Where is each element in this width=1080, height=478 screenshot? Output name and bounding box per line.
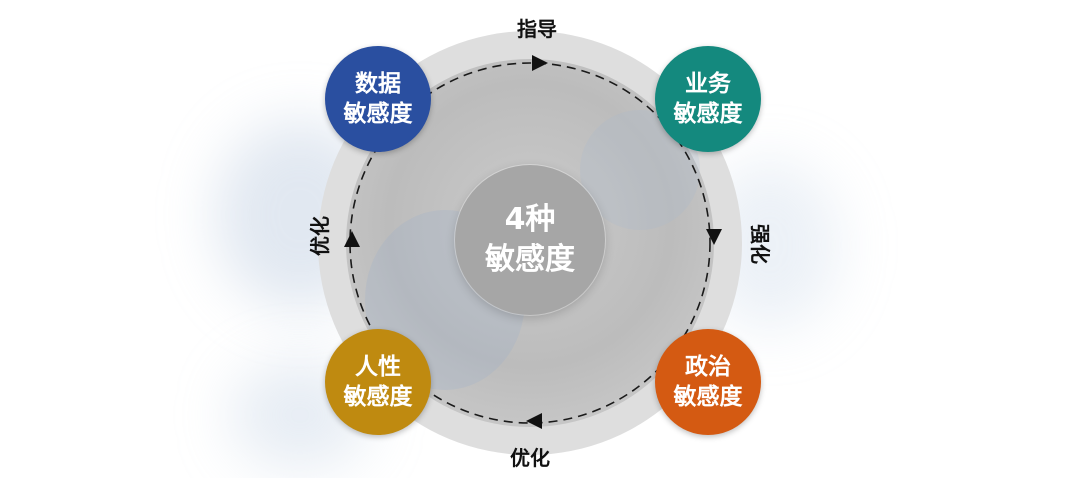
- node-data-line1: 数据: [355, 71, 401, 97]
- node-humanity-line2: 敏感度: [343, 384, 413, 410]
- edge-label-top: 指导: [517, 17, 557, 41]
- node-business-line1: 业务: [685, 71, 731, 97]
- node-political-sensitivity: 政治 敏感度: [655, 329, 761, 435]
- disc-tint: [580, 110, 700, 230]
- edge-label-right: 强化: [748, 224, 772, 264]
- arrow-top: [532, 55, 548, 71]
- dashed-cycle-path: [349, 62, 711, 424]
- arrow-left: [344, 231, 360, 247]
- center-label-line2: 敏感度: [485, 242, 575, 277]
- center-circle: 4种 敏感度: [455, 165, 605, 315]
- arrow-bottom: [526, 413, 542, 429]
- edge-label-bottom: 优化: [510, 446, 550, 470]
- node-data-sensitivity: 数据 敏感度: [325, 46, 431, 152]
- arrow-right: [706, 229, 722, 245]
- node-data-line2: 敏感度: [343, 101, 413, 127]
- edge-label-left: 优化: [308, 216, 332, 256]
- center-label-line1: 4种: [504, 202, 556, 237]
- node-business-line2: 敏感度: [673, 101, 743, 127]
- node-political-line1: 政治: [685, 354, 731, 380]
- node-humanity-sensitivity: 人性 敏感度: [325, 329, 431, 435]
- node-political-line2: 敏感度: [673, 384, 743, 410]
- node-humanity-line1: 人性: [355, 354, 401, 380]
- node-business-sensitivity: 业务 敏感度: [655, 46, 761, 152]
